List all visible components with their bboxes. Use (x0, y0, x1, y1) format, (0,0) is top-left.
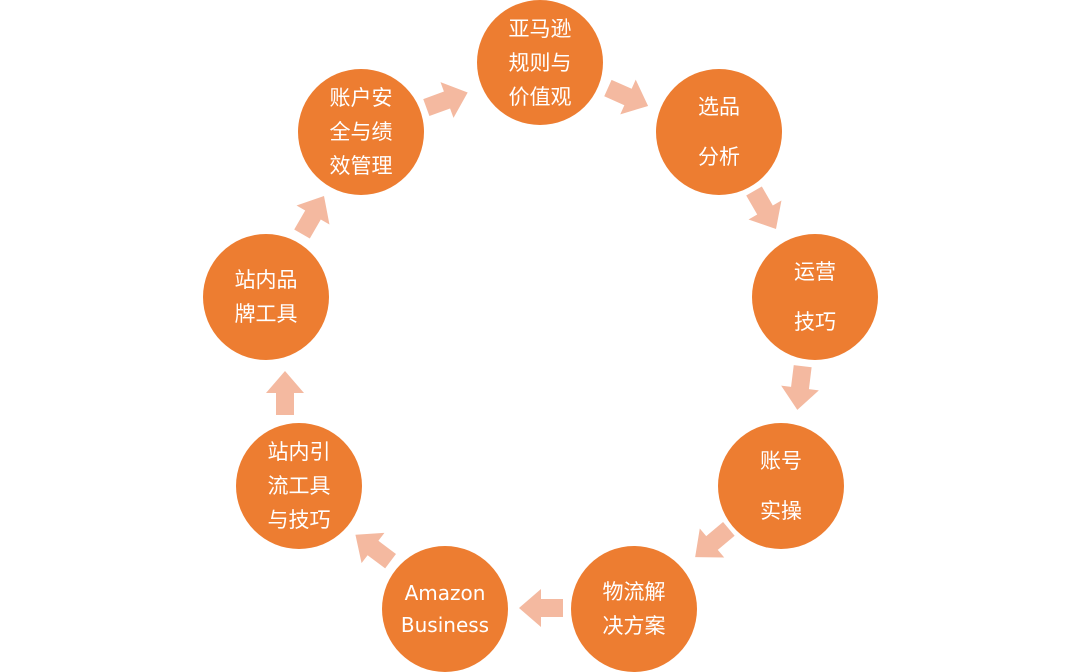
node-amazon-business: Amazon Business (382, 546, 508, 672)
arrow-right-icon (695, 521, 735, 558)
arrow-right-icon (781, 365, 819, 410)
node-label-line: 账号 (760, 449, 802, 473)
node-label-line: 选品 (698, 95, 740, 119)
node-label-line: 价值观 (508, 84, 572, 109)
node-operations: 运营 技巧 (752, 234, 878, 360)
node-label-line: 物流解 (602, 580, 666, 604)
node-product-selection: 选品 分析 (656, 69, 782, 195)
arrow-right-icon (294, 195, 330, 239)
node-brand-tools: 站内品 牌工具 (203, 234, 329, 360)
arrow-right-icon (746, 186, 782, 230)
arrow-right-icon (266, 371, 304, 415)
node-label-line: 技巧 (794, 310, 836, 334)
node-label-line: 牌工具 (234, 302, 298, 326)
arrow-right-icon (604, 79, 649, 115)
node-label-line: Business (400, 613, 490, 637)
arrow-right-icon (519, 589, 563, 627)
node-account-security: 账户安 全与绩 效管理 (298, 69, 424, 195)
arrow-right-icon (423, 82, 468, 118)
node-logistics: 物流解 决方案 (571, 546, 697, 672)
node-label-line: 运营 (794, 260, 836, 284)
node-label-line: 亚马逊 (508, 16, 572, 41)
node-label-line: 规则与 (508, 50, 572, 75)
node-label-line: 实操 (760, 499, 802, 523)
node-traffic-tools: 站内引 流工具 与技巧 (236, 423, 362, 549)
node-label-line: 账户安 (329, 86, 393, 110)
node-account-practice: 账号 实操 (718, 423, 844, 549)
node-label-line: 站内品 (234, 268, 298, 292)
node-label-line: Amazon (404, 581, 486, 605)
arrow-right-icon (355, 532, 396, 569)
node-label-line: 流工具 (267, 474, 331, 498)
node-label-line: 分析 (698, 145, 740, 169)
node-label-line: 决方案 (602, 614, 666, 638)
node-label-line: 站内引 (267, 440, 331, 464)
node-label-line: 效管理 (329, 154, 393, 178)
node-amazon-rules: 亚马逊 规则与 价值观 (477, 0, 603, 125)
node-label-line: 全与绩 (329, 120, 393, 144)
node-label-line: 与技巧 (267, 508, 331, 532)
